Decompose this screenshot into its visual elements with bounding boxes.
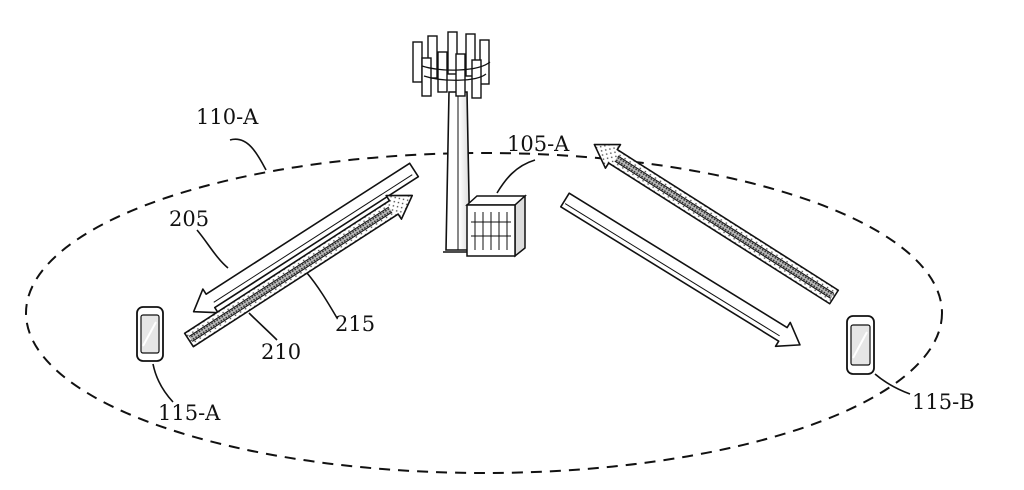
leader-115a xyxy=(152,363,174,403)
leader-210 xyxy=(248,312,278,341)
label-205: 205 xyxy=(169,207,210,231)
leader-115b xyxy=(874,373,911,395)
leader-105a xyxy=(496,159,536,194)
downlink-arrow-205 xyxy=(192,162,420,314)
label-210: 210 xyxy=(261,340,302,364)
leader-215 xyxy=(306,272,338,319)
label-215: 215 xyxy=(335,312,376,336)
downlink-arrow-ue-b xyxy=(560,192,801,348)
label-115b: 115-B xyxy=(912,390,975,414)
cell-tower xyxy=(412,31,491,253)
coverage-area-boundary xyxy=(25,152,943,474)
leader-205 xyxy=(196,229,229,269)
leader-110a xyxy=(229,138,267,171)
ue-115b-device xyxy=(846,315,875,375)
leader-lines xyxy=(152,138,911,403)
label-110a: 110-A xyxy=(196,105,259,129)
ue-115a-device xyxy=(136,306,164,362)
equipment-cabinet xyxy=(465,194,527,258)
uplink-arrow-210 xyxy=(183,194,414,348)
antenna-panels xyxy=(412,31,490,99)
label-105a: 105-A xyxy=(507,132,570,156)
uplink-arrow-ue-b xyxy=(593,143,840,305)
label-115a: 115-A xyxy=(158,401,221,425)
